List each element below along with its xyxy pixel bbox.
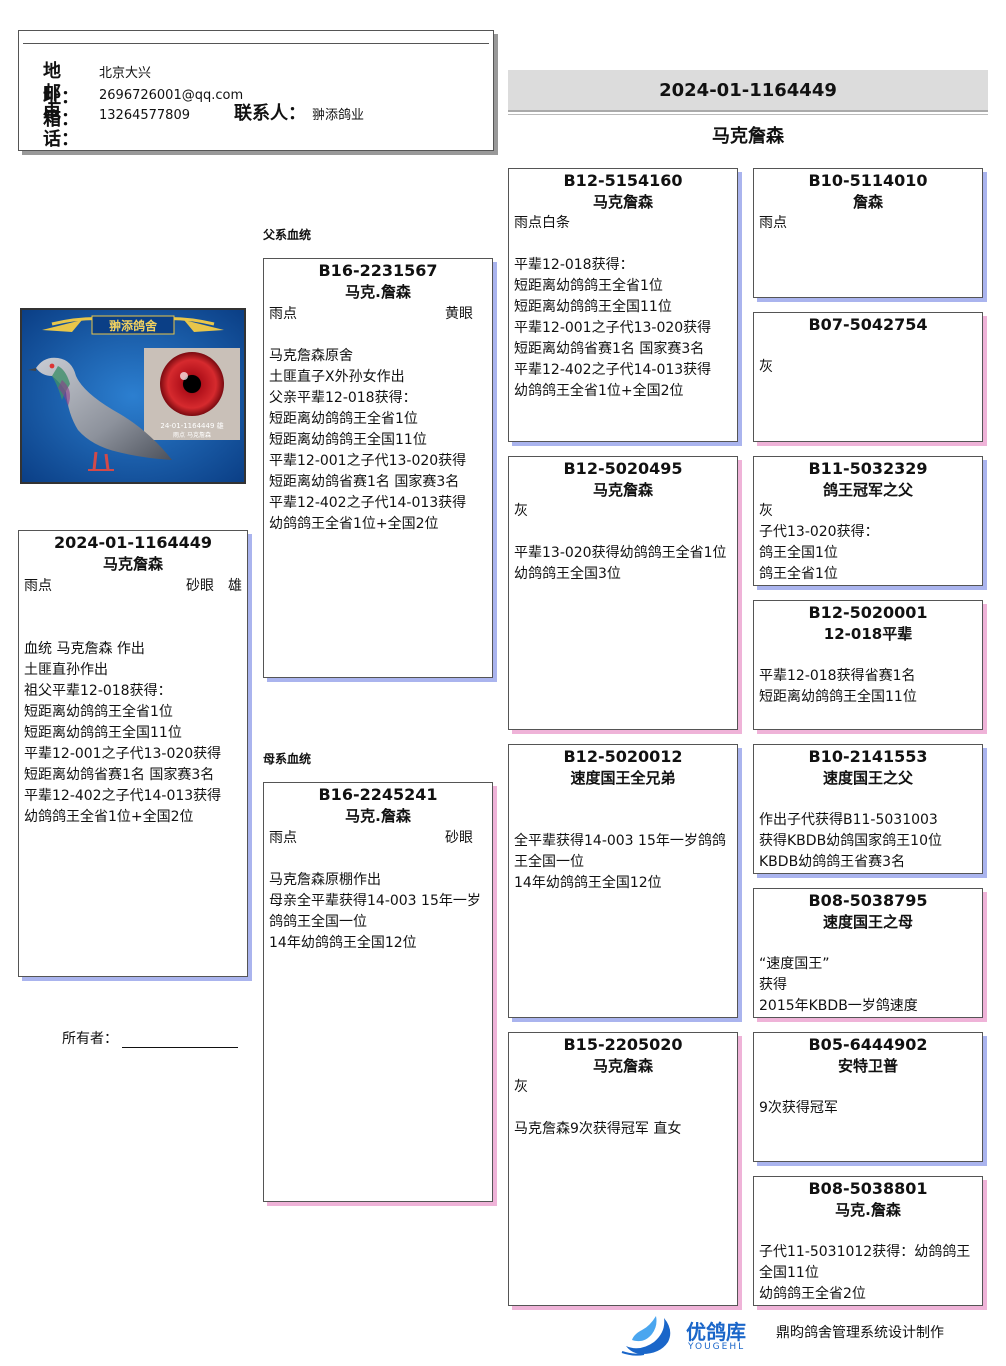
owner-label: 所有者： (62, 1031, 118, 1047)
subject-card[interactable]: 2024-01-1164449 马克詹森 雨点 砂眼雄 血统 马克詹森 作出 土… (18, 530, 248, 977)
ggp-name: 速度国王之父 (759, 767, 977, 789)
subject-sex: 雄 (228, 578, 242, 594)
sire-eye: 黄眼 (445, 303, 473, 325)
pigeon-photo: 翀添鸽舍 24-01-1164449 雄 雨点 马克詹森 (20, 308, 246, 484)
ggp-notes: 灰 (759, 357, 977, 378)
ggp-name: 鸽王冠军之父 (759, 479, 977, 501)
phone-label: 电 话： (43, 99, 99, 151)
ggp-card-7[interactable]: B05-6444902 安特卫普 9次获得冠军 (753, 1032, 983, 1162)
sire-ring: B16-2231567 (269, 260, 487, 281)
ggp-name: 12-018平辈 (759, 623, 977, 645)
gp-name: 马克詹森 (514, 191, 732, 213)
ggp-notes: 作出子代获得B11-5031003 获得KBDB幼鸽国家鸽王10位 KBDB幼鸽… (759, 789, 977, 873)
address-row: 地 址： 北京大兴 (43, 57, 151, 77)
ggp-notes: 雨点 (759, 213, 977, 234)
ggp-name: 马克.詹森 (759, 1199, 977, 1221)
subject-meta: 雨点 砂眼雄 (24, 575, 242, 597)
contact-box: 地 址： 北京大兴 邮 箱： 2696726001@qq.com 电 话： 13… (18, 30, 494, 151)
ggp-card-3[interactable]: B11-5032329 鸽王冠军之父 灰 子代13-020获得： 鸽王全国1位 … (753, 456, 983, 586)
ggp-notes: 平辈12-018获得省赛1名 短距离幼鸽鸽王全国11位 (759, 645, 977, 708)
ggp-ring: B08-5038795 (759, 890, 977, 911)
ggp-ring: B12-5020001 (759, 602, 977, 623)
gp-name: 马克詹森 (514, 1055, 732, 1077)
ggp-ring: B10-2141553 (759, 746, 977, 767)
contact-person-value: 翀添鸽业 (312, 104, 364, 123)
brand-subtitle: YOUGEHL (688, 1342, 745, 1352)
ggp-notes: “速度国王” 获得 2015年KBDB一岁鸽速度 (759, 933, 977, 1017)
contact-divider (23, 43, 489, 44)
photo-caption: 24-01-1164449 雄 (160, 421, 223, 430)
subject-name: 马克詹森 (24, 553, 242, 575)
ggp-notes: 9次获得冠军 (759, 1077, 977, 1119)
ggp-card-4[interactable]: B12-5020001 12-018平辈 平辈12-018获得省赛1名 短距离幼… (753, 600, 983, 730)
ggp-ring: B05-6444902 (759, 1034, 977, 1055)
gp-notes: 灰 平辈13-020获得幼鸽鸽王全省1位 幼鸽鸽王全国3位 (514, 501, 732, 585)
ggp-name: 詹森 (759, 191, 977, 213)
owner-signature-line[interactable] (122, 1033, 238, 1048)
email-row: 邮 箱： 2696726001@qq.com (43, 79, 243, 99)
gp-name: 马克詹森 (514, 479, 732, 501)
footer-credit: 鼎昀鸽舍管理系统设计制作 (776, 1322, 944, 1342)
ggp-name: 安特卫普 (759, 1055, 977, 1077)
photo-caption-2: 雨点 马克詹森 (173, 431, 211, 439)
ggp-ring: B10-5114010 (759, 170, 977, 191)
sire-notes: 马克詹森原舍 土匪直子X外孙女作出 父亲平辈12-018获得： 短距离幼鸽鸽王全… (269, 325, 487, 535)
dam-line-label: 母系血统 (263, 750, 311, 767)
dam-ring: B16-2245241 (269, 784, 487, 805)
sire-card[interactable]: B16-2231567 马克.詹森 雨点 黄眼 马克詹森原舍 土匪直子X外孙女作… (263, 258, 493, 678)
dam-notes: 马克詹森原棚作出 母亲全平辈获得14-003 15年一岁鸽鸽王全国一位 14年幼… (269, 849, 487, 954)
gp-ring: B12-5154160 (514, 170, 732, 191)
brand-logo-icon (620, 1312, 682, 1356)
subject-ring: 2024-01-1164449 (24, 532, 242, 553)
header-ring-band: 2024-01-1164449 (508, 70, 988, 112)
subject-color: 雨点 (24, 575, 52, 597)
gp-notes: 全平辈获得14-003 15年一岁鸽鸽王全国一位 14年幼鸽鸽王全国12位 (514, 789, 732, 894)
dam-eye: 砂眼 (445, 827, 473, 849)
dam-color: 雨点 (269, 827, 297, 849)
phone-value: 13264577809 (99, 108, 190, 123)
gp-ring: B12-5020495 (514, 458, 732, 479)
ggp-card-1[interactable]: B10-5114010 詹森 雨点 (753, 168, 983, 298)
ggp-ring: B07-5042754 (759, 314, 977, 335)
ggp-name: 速度国王之母 (759, 911, 977, 933)
photo-banner: 翀添鸽舍 (109, 318, 158, 333)
subject-notes: 血统 马克詹森 作出 土匪直孙作出 祖父平辈12-018获得： 短距离幼鸽鸽王全… (24, 597, 242, 828)
ggp-card-2[interactable]: B07-5042754 灰 (753, 312, 983, 442)
header-ring: 2024-01-1164449 (659, 80, 837, 101)
ggp-notes: 灰 子代13-020获得： 鸽王全国1位 鸽王全省1位 (759, 501, 977, 585)
sire-line-label: 父系血统 (263, 226, 311, 243)
gp-ring: B15-2205020 (514, 1034, 732, 1055)
gp-ring: B12-5020012 (514, 746, 732, 767)
ggp-card-8[interactable]: B08-5038801 马克.詹森 子代11-5031012获得：幼鸽鸽王全国1… (753, 1176, 983, 1306)
gp-notes: 雨点白条 平辈12-018获得： 短距离幼鸽鸽王全省1位 短距离幼鸽鸽王全国11… (514, 213, 732, 402)
ggp-notes: 子代11-5031012获得：幼鸽鸽王全国11位 幼鸽鸽王全省2位 (759, 1221, 977, 1305)
contact-person-label: 联系人： (234, 99, 306, 125)
granddam-paternal-card[interactable]: B12-5020495 马克詹森 灰 平辈13-020获得幼鸽鸽王全省1位 幼鸽… (508, 456, 738, 730)
grandsire-maternal-card[interactable]: B12-5020012 速度国王全兄弟 全平辈获得14-003 15年一岁鸽鸽王… (508, 744, 738, 1018)
header-name: 马克詹森 (508, 122, 988, 148)
granddam-maternal-card[interactable]: B15-2205020 马克詹森 灰 马克詹森9次获得冠军 直女 (508, 1032, 738, 1306)
brand-name: 优鸽库 (686, 1316, 746, 1345)
ggp-name (759, 335, 977, 357)
ggp-ring: B11-5032329 (759, 458, 977, 479)
sire-color: 雨点 (269, 303, 297, 325)
ggp-ring: B08-5038801 (759, 1178, 977, 1199)
gp-notes: 灰 马克詹森9次获得冠军 直女 (514, 1077, 732, 1140)
dam-card[interactable]: B16-2245241 马克.詹森 雨点 砂眼 马克詹森原棚作出 母亲全平辈获得… (263, 782, 493, 1202)
subject-eye: 砂眼 (186, 578, 214, 594)
sire-name: 马克.詹森 (269, 281, 487, 303)
phone-row: 电 话： 13264577809 联系人： 翀添鸽业 (43, 99, 364, 119)
grandsire-paternal-card[interactable]: B12-5154160 马克詹森 雨点白条 平辈12-018获得： 短距离幼鸽鸽… (508, 168, 738, 442)
owner-field: 所有者： (62, 1028, 238, 1048)
dam-name: 马克.詹森 (269, 805, 487, 827)
gp-name: 速度国王全兄弟 (514, 767, 732, 789)
ggp-card-6[interactable]: B08-5038795 速度国王之母 “速度国王” 获得 2015年KBDB一岁… (753, 888, 983, 1018)
header-divider (508, 114, 988, 115)
sire-meta: 雨点 黄眼 (269, 303, 487, 325)
pigeon-photo-image: 翀添鸽舍 24-01-1164449 雄 雨点 马克詹森 (22, 310, 244, 482)
dam-meta: 雨点 砂眼 (269, 827, 487, 849)
ggp-card-5[interactable]: B10-2141553 速度国王之父 作出子代获得B11-5031003 获得K… (753, 744, 983, 874)
footer: 优鸽库 YOUGEHL 鼎昀鸽舍管理系统设计制作 (620, 1312, 990, 1356)
